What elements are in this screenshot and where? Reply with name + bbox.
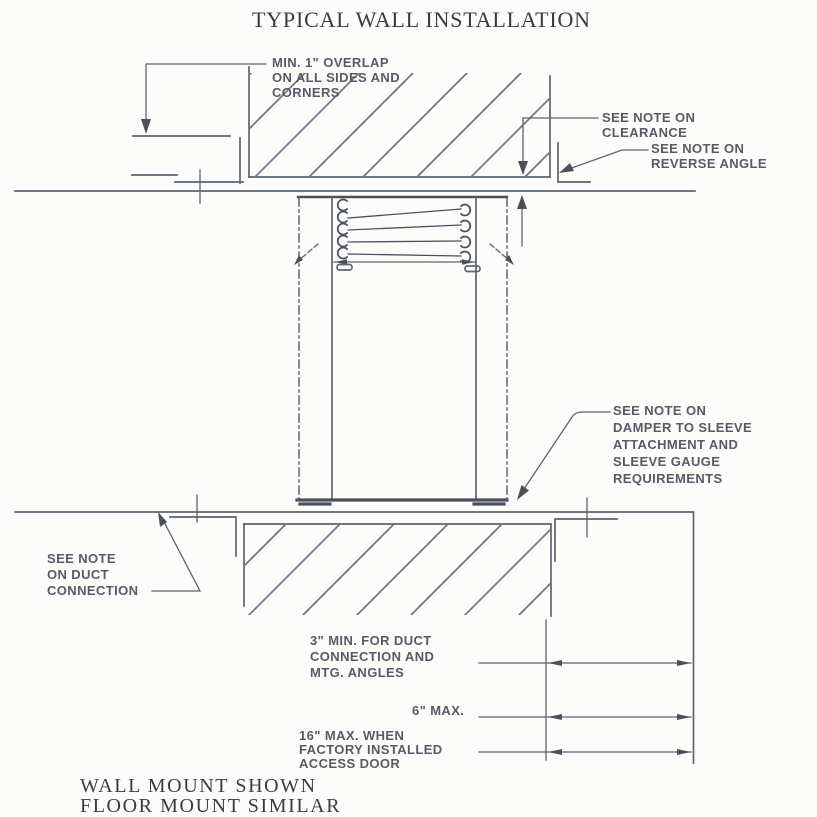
overlap-note-line: CORNERS: [272, 85, 340, 100]
damper-sleeve-note: SEE NOTE ON DAMPER TO SLEEVE ATTACHMENT …: [517, 403, 752, 500]
blade-links: [347, 208, 462, 257]
top-wall-section: [248, 66, 551, 178]
bottom-wall-section: [243, 523, 552, 617]
footer-line: FLOOR MOUNT SIMILAR: [80, 795, 341, 817]
clearance-note: SEE NOTE ON CLEARANCE: [517, 110, 695, 247]
duct-min-dimension-line: 3" MIN. FOR DUCT: [310, 633, 432, 648]
blade-stack-foot: [464, 265, 481, 273]
overlap-note: MIN. 1" OVERLAP ON ALL SIDES AND CORNERS: [141, 55, 400, 134]
top-left-retaining-angle: [131, 135, 244, 204]
six-max-dimension-label: 6" MAX.: [412, 703, 464, 718]
clearance-note-line: CLEARANCE: [602, 125, 687, 140]
duct-min-dimension-line: MTG. ANGLES: [310, 665, 404, 680]
arrowhead-down-icon: [141, 119, 151, 134]
arrowhead-down-left-icon: [517, 485, 529, 500]
damper-sleeve-note-line: REQUIREMENTS: [613, 471, 723, 486]
overlap-note-line: MIN. 1" OVERLAP: [272, 55, 389, 70]
reverse-angle: SEE NOTE ON REVERSE ANGLE: [557, 141, 767, 183]
duct-connection-note-line: CONNECTION: [47, 583, 138, 598]
arrowhead-down-icon: [518, 161, 528, 175]
duct-connection-note: SEE NOTE ON DUCT CONNECTION: [47, 512, 202, 598]
damper-sleeve-note-line: DAMPER TO SLEEVE: [613, 420, 752, 435]
arrowhead-right-icon: [462, 259, 474, 265]
blade-stack-foot: [336, 263, 353, 271]
damper-sleeve-note-line: SEE NOTE ON: [613, 403, 706, 418]
attachment-marks: [297, 243, 511, 262]
reverse-angle-note-line: SEE NOTE ON: [651, 141, 744, 156]
duct-min-dimension-line: CONNECTION AND: [310, 649, 434, 664]
damper-sleeve: [295, 195, 509, 506]
arrowhead-up-icon: [517, 195, 527, 209]
sixteen-max-dimension-line: FACTORY INSTALLED: [299, 742, 443, 757]
bottom-wall-face-line: [14, 511, 695, 764]
footer-caption: WALL MOUNT SHOWN FLOOR MOUNT SIMILAR: [80, 775, 341, 817]
title: TYPICAL WALL INSTALLATION: [252, 7, 591, 32]
bottom-left-retaining-angle: [169, 516, 237, 557]
duct-connection-note-line: ON DUCT: [47, 567, 109, 582]
clearance-note-line: SEE NOTE ON: [602, 110, 695, 125]
dimension-lines: 3" MIN. FOR DUCT CONNECTION AND MTG. ANG…: [299, 619, 692, 771]
arrowhead-down-left-icon: [559, 163, 574, 173]
page-title: TYPICAL WALL INSTALLATION: [252, 7, 591, 32]
damper-sleeve-note-line: ATTACHMENT AND: [613, 437, 738, 452]
arrowhead-up-left-icon: [158, 512, 167, 527]
damper-sleeve-note-line: SLEEVE GAUGE: [613, 454, 720, 469]
arrowhead-left-icon: [335, 259, 347, 265]
footer-line: WALL MOUNT SHOWN: [80, 775, 317, 797]
sixteen-max-dimension-line: 16" MAX. WHEN: [299, 728, 404, 743]
blade-stack: [294, 198, 514, 273]
bottom-wall-hatch: [245, 525, 550, 615]
bottom-right-retaining-angle: [554, 518, 618, 562]
duct-connection-note-line: SEE NOTE: [47, 551, 116, 566]
overlap-note-line: ON ALL SIDES AND: [272, 70, 400, 85]
reverse-angle-note-line: REVERSE ANGLE: [651, 156, 767, 171]
sixteen-max-dimension-line: ACCESS DOOR: [299, 756, 400, 771]
top-wall-hatch: [250, 73, 549, 176]
